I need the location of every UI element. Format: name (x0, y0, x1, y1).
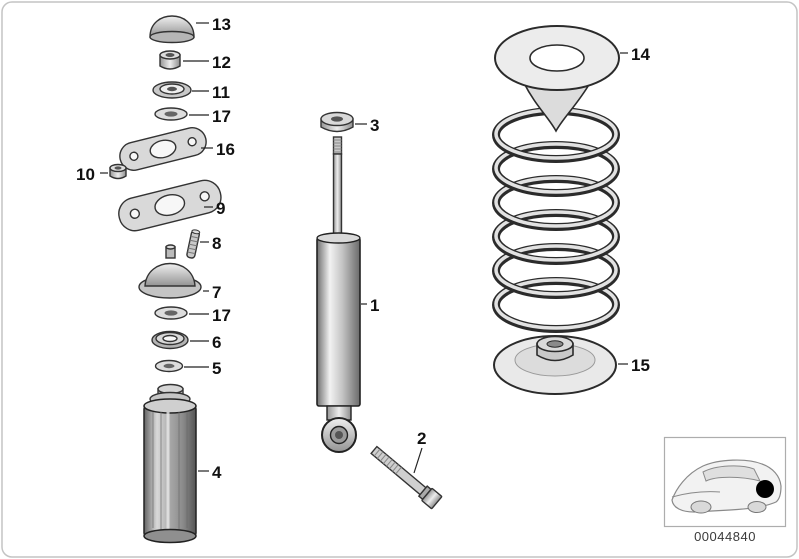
part-14-upper-spring-pad (494, 25, 620, 133)
leader-2 (413, 447, 423, 474)
part-15-lower-spring-pad (493, 335, 617, 395)
part-3-rod-nut (320, 111, 354, 133)
callout-4[interactable]: 4 (212, 463, 222, 482)
callout-17b[interactable]: 17 (212, 306, 231, 325)
part-8-stud (186, 229, 201, 259)
part-6-rubber-ring (151, 330, 189, 350)
drawing-number: 00044840 (694, 529, 756, 544)
callout-11[interactable]: 11 (212, 83, 230, 102)
part-17-washer-lower (154, 306, 188, 320)
callout-13[interactable]: 13 (212, 15, 231, 34)
part-1-shock-absorber (316, 136, 361, 453)
callout-10[interactable]: 10 (76, 165, 95, 184)
callout-16[interactable]: 16 (216, 140, 235, 159)
leader-lines (100, 22, 628, 474)
callout-9[interactable]: 9 (216, 199, 225, 218)
part-2-bolt (370, 445, 443, 510)
callout-2[interactable]: 2 (417, 429, 426, 448)
part-5-washer (154, 359, 184, 373)
part-13-dome-cap (149, 15, 195, 44)
car-position-thumbnail (663, 436, 787, 528)
part-4-protection-tube (143, 383, 197, 544)
part-11-bearing-washer (152, 81, 192, 99)
part-location-dot (756, 480, 774, 498)
callout-17a[interactable]: 17 (212, 107, 231, 126)
callout-3[interactable]: 3 (370, 116, 379, 135)
part-12-nut (159, 50, 181, 70)
callout-7[interactable]: 7 (212, 283, 221, 302)
callout-14[interactable]: 14 (631, 45, 650, 64)
callout-12[interactable]: 12 (212, 53, 231, 72)
car-icon (671, 459, 782, 514)
part-9-lower-bracket-plate (118, 179, 222, 232)
callout-15[interactable]: 15 (631, 356, 650, 375)
part-7-support-bearing (138, 244, 202, 299)
part-17-washer-upper (154, 107, 188, 121)
callout-8[interactable]: 8 (212, 234, 221, 253)
part-10-nut (109, 163, 127, 180)
callout-1[interactable]: 1 (370, 296, 379, 315)
coil-spring (492, 107, 620, 333)
callout-5[interactable]: 5 (212, 359, 221, 378)
part-16-upper-bracket-plate (119, 127, 207, 171)
callout-6[interactable]: 6 (212, 333, 221, 352)
